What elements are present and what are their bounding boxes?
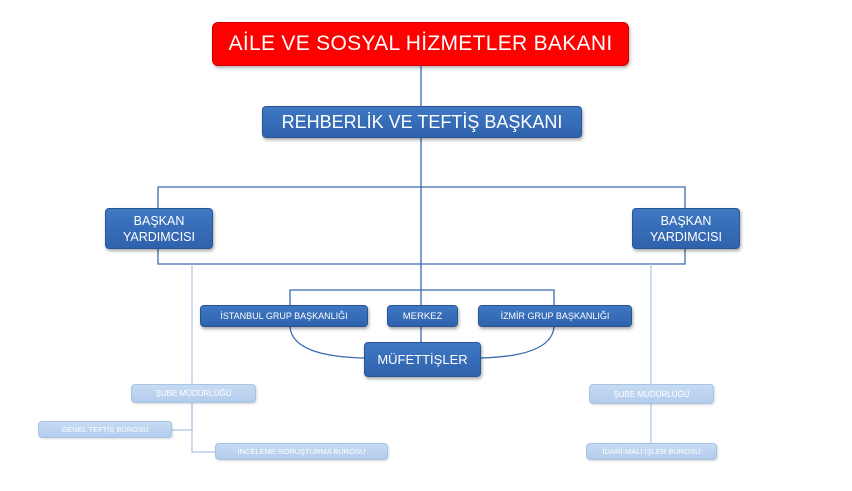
inspectors-box: MÜFETTİŞLER [364, 342, 481, 377]
minister-box: AİLE VE SOSYAL HİZMETLER BAKANI [212, 22, 629, 66]
genel-teftis-box: GENEL TEFTİŞ BÜROSU [38, 421, 172, 438]
inceleme-sorusturma-label: İNCELEME-SORUŞTURMA BÜROSU [237, 447, 366, 456]
istanbul-group-box: İSTANBUL GRUP BAŞKANLIĞI [200, 305, 368, 327]
inspectors-label: MÜFETTİŞLER [377, 352, 468, 367]
idari-mali-label: İDARİ-MALİ İŞLER BÜROSU [602, 447, 701, 456]
deputy-right-label: BAŞKAN YARDIMCISI [650, 213, 722, 244]
left-sube-genel-line [172, 403, 193, 431]
inceleme-sorusturma-box: İNCELEME-SORUŞTURMA BÜROSU [215, 443, 388, 460]
merkez-box: MERKEZ [387, 305, 458, 327]
deputy-left-label: BAŞKAN YARDIMCISI [123, 213, 195, 244]
deputy-left-box: BAŞKAN YARDIMCISI [105, 208, 213, 249]
deputy-bottom-bracket [157, 249, 686, 265]
izmir-group-label: İZMİR GRUP BAŞKANLIĞI [500, 311, 610, 321]
sube-left-box: ŞUBE MÜDÜRLÜĞÜ [131, 384, 256, 403]
group-top-bracket [289, 289, 555, 305]
deputy-right-box: BAŞKAN YARDIMCISI [632, 208, 740, 249]
istanbul-inspectors-curve [289, 326, 365, 359]
izmir-inspectors-curve [480, 326, 555, 359]
istanbul-group-label: İSTANBUL GRUP BAŞKANLIĞI [220, 311, 348, 321]
idari-mali-box: İDARİ-MALİ İŞLER BÜROSU [586, 443, 717, 460]
genel-teftis-label: GENEL TEFTİŞ BÜROSU [61, 425, 149, 434]
left-sube-inceleme-line [191, 403, 215, 453]
sube-right-box: ŞUBE MÜDÜRLÜĞÜ [589, 384, 714, 404]
sube-left-label: ŞUBE MÜDÜRLÜĞÜ [155, 389, 232, 398]
izmir-group-box: İZMİR GRUP BAŞKANLIĞI [478, 305, 632, 327]
merkez-label: MERKEZ [402, 310, 443, 322]
minister-label: AİLE VE SOSYAL HİZMETLER BAKANI [228, 32, 613, 55]
deputy-top-bracket [157, 186, 686, 208]
director-label: REHBERLİK VE TEFTİŞ BAŞKANI [281, 111, 563, 132]
director-box: REHBERLİK VE TEFTİŞ BAŞKANI [262, 106, 582, 138]
sube-right-label: ŞUBE MÜDÜRLÜĞÜ [613, 389, 690, 399]
